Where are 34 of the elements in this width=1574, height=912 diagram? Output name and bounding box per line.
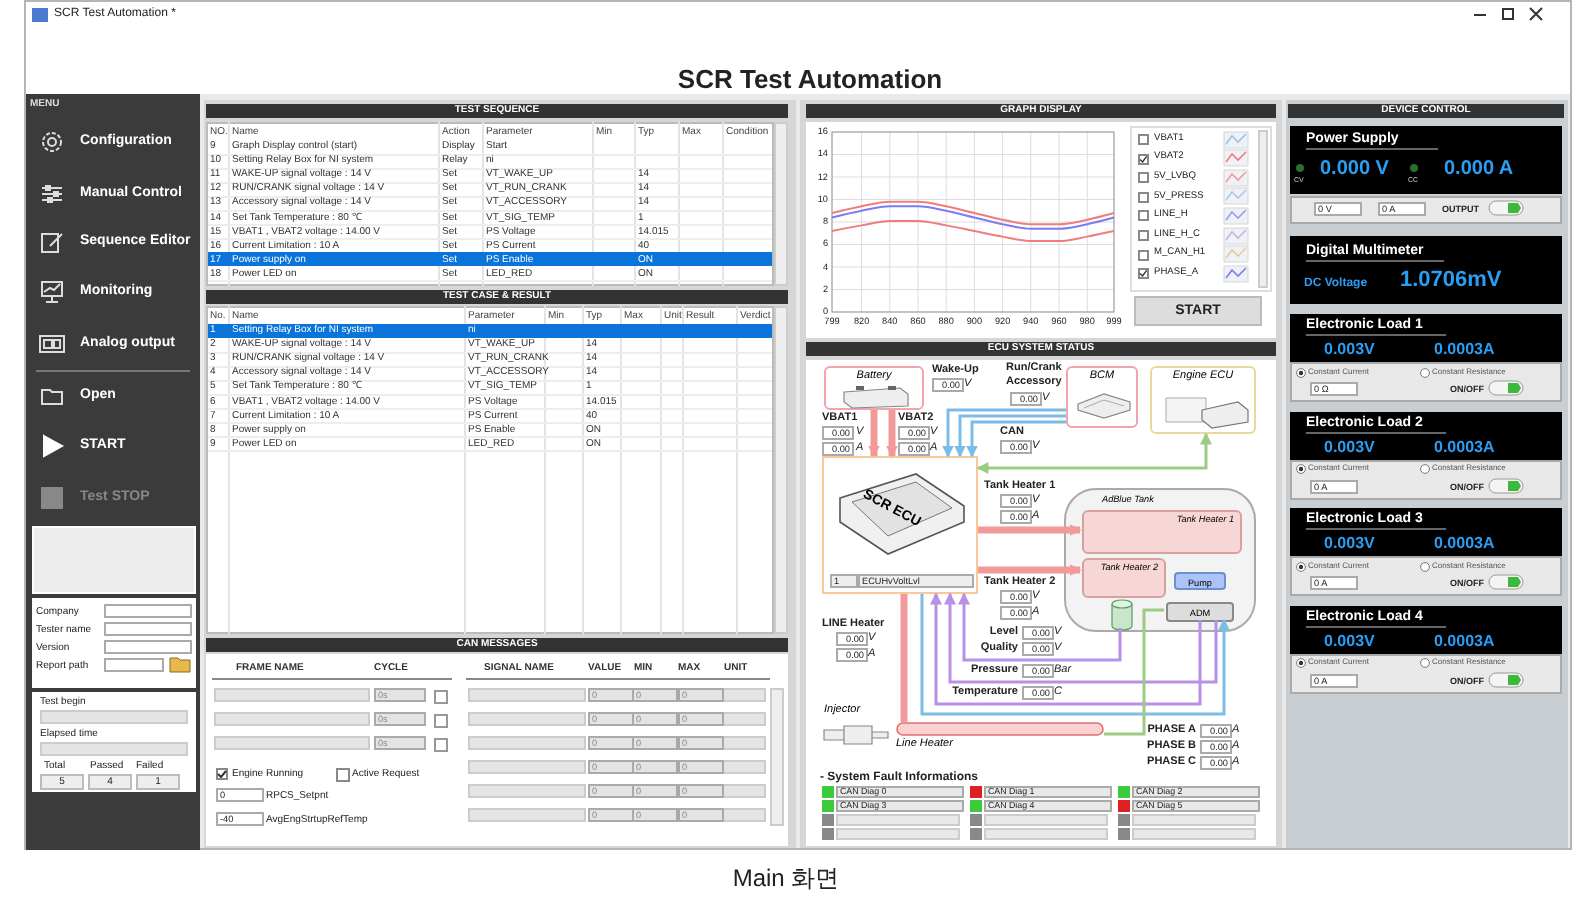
connector-arrow — [868, 410, 880, 458]
reading: 0.000 V — [1320, 158, 1389, 182]
connector-arrow — [978, 564, 1082, 576]
connector-arrow — [930, 592, 1202, 706]
connector-arrow — [966, 420, 1066, 458]
tank-drawing — [1064, 488, 1256, 632]
module-box — [1066, 366, 1138, 428]
reading: 0.0003A — [1434, 437, 1495, 457]
dosing-module-box — [1166, 602, 1234, 622]
ecu-box — [822, 456, 978, 594]
reading: 0.000 A — [1444, 158, 1514, 182]
battery-box — [824, 366, 924, 410]
reading: 0.0003A — [1434, 340, 1495, 360]
connector-arrow — [958, 592, 1122, 662]
connector-arrow — [944, 592, 1218, 684]
connector-arrow — [978, 524, 1082, 536]
connector-arrow — [886, 410, 898, 458]
reading: 0.003V — [1324, 437, 1375, 457]
connector-arrow — [976, 432, 1212, 474]
heater-zone — [1082, 510, 1242, 554]
reading: 1.0706mV — [1400, 268, 1502, 295]
reading: 0.003V — [1324, 340, 1375, 360]
app-title: SCR Test Automation — [675, 64, 945, 96]
connector-arrow — [920, 594, 1230, 716]
caption: Main 화면 — [730, 864, 842, 893]
connector-arrow — [942, 408, 1066, 458]
pump-box — [1174, 572, 1226, 590]
reading: 0.003V — [1324, 534, 1375, 554]
reading: 0.0003A — [1434, 534, 1495, 554]
heater-zone — [1082, 558, 1166, 598]
reading: 0.003V — [1324, 631, 1375, 651]
module-box — [1150, 366, 1256, 434]
connector-arrow — [954, 414, 1066, 458]
reading: 0.0003A — [1434, 631, 1495, 651]
